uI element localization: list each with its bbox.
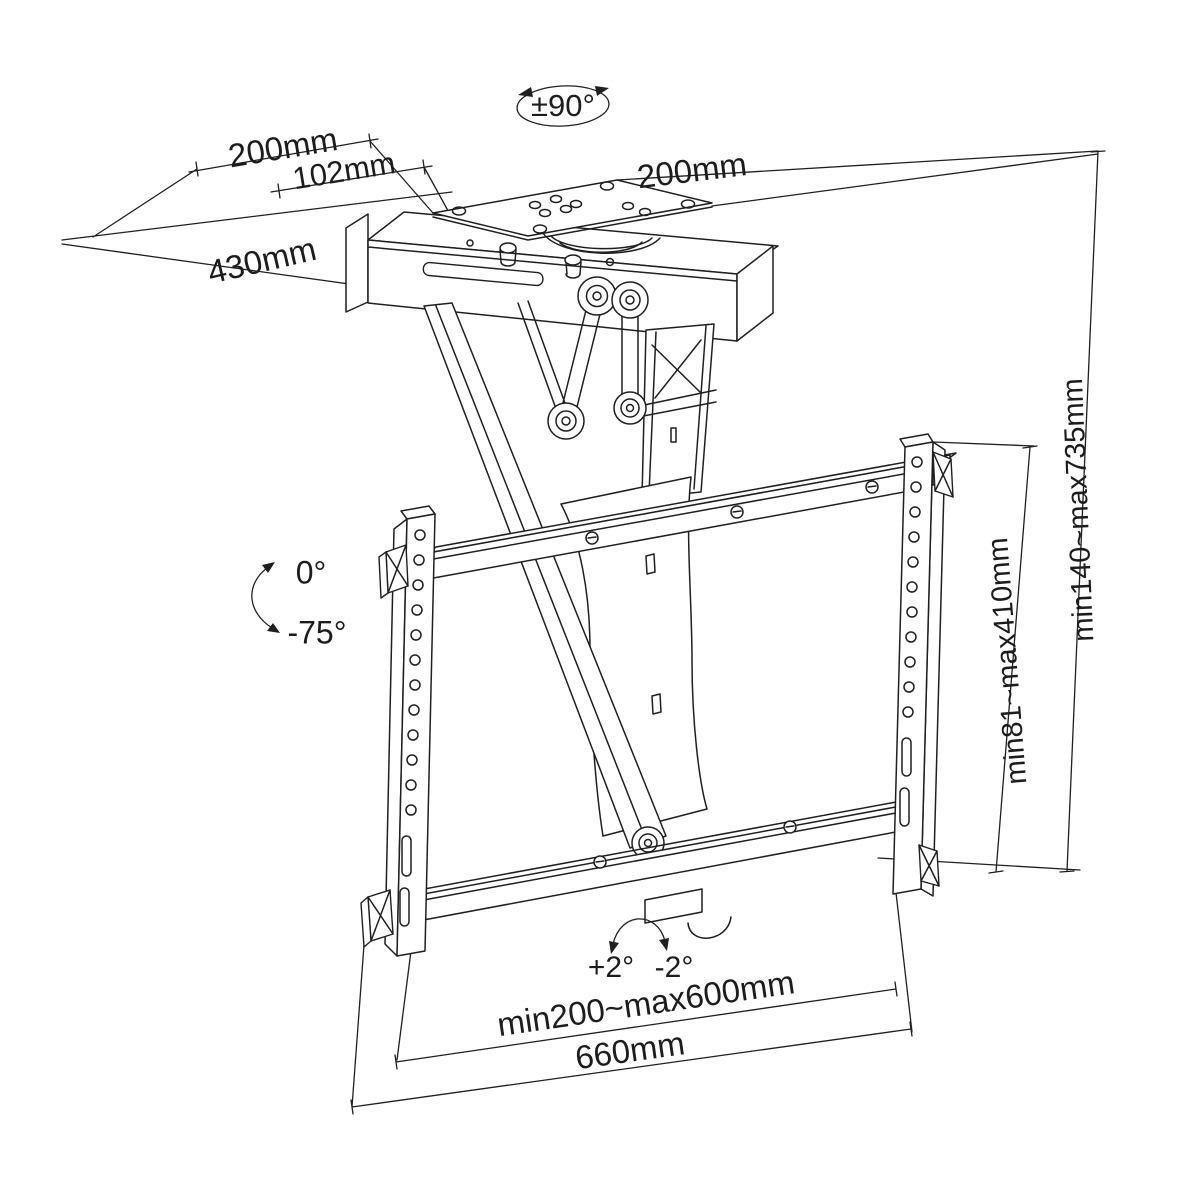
rotation-arrow-right-icon [595, 86, 609, 96]
left-vesa-rail [384, 505, 436, 957]
level-arrow-right-icon [659, 938, 669, 951]
ceiling-housing [345, 211, 779, 342]
label-swivel-range: ±90° [531, 88, 595, 123]
label-drop-range: min140~max735mm [1057, 378, 1100, 643]
swivel-rotation-indicator [516, 85, 610, 127]
label-tilt-max: 0° [296, 554, 327, 590]
ceiling-plate [432, 179, 713, 241]
label-level-plus: +2° [588, 951, 634, 984]
ceiling-dimension-lines-left [61, 133, 587, 318]
label-bracket-drop-range: min81~max410mm [982, 536, 1033, 785]
level-adjust-indicator [609, 918, 669, 954]
dimension-lines-right [616, 150, 1106, 874]
level-arrow-left-icon [609, 941, 619, 954]
label-level-minus: -2° [655, 951, 694, 984]
handle-slot [422, 261, 544, 287]
plate-holes [451, 181, 696, 234]
swivel-disc [542, 232, 661, 254]
label-bracket-width: 660mm [573, 1024, 687, 1076]
bottom-center-tab [644, 888, 732, 939]
pivot-bushings [547, 276, 665, 860]
label-tilt-min: -75° [287, 614, 346, 650]
folding-arm [423, 302, 667, 849]
lift-column [641, 323, 715, 499]
rail-clip-blocks [360, 451, 954, 948]
right-vesa-rail [892, 433, 951, 897]
left-rail-holes [399, 529, 426, 927]
tilt-arrow-up-icon [262, 562, 275, 573]
label-ceiling-width: 200mm [635, 145, 749, 195]
label-ceiling-length: 430mm [204, 230, 320, 291]
rotation-arrow-left-icon [518, 87, 533, 97]
mounting-studs [499, 242, 582, 279]
right-rail-holes [899, 456, 923, 827]
tilt-arrow-down-icon [267, 623, 280, 633]
fold-tilt-indicator [251, 562, 280, 633]
dimension-lines-bottom [350, 883, 913, 1115]
